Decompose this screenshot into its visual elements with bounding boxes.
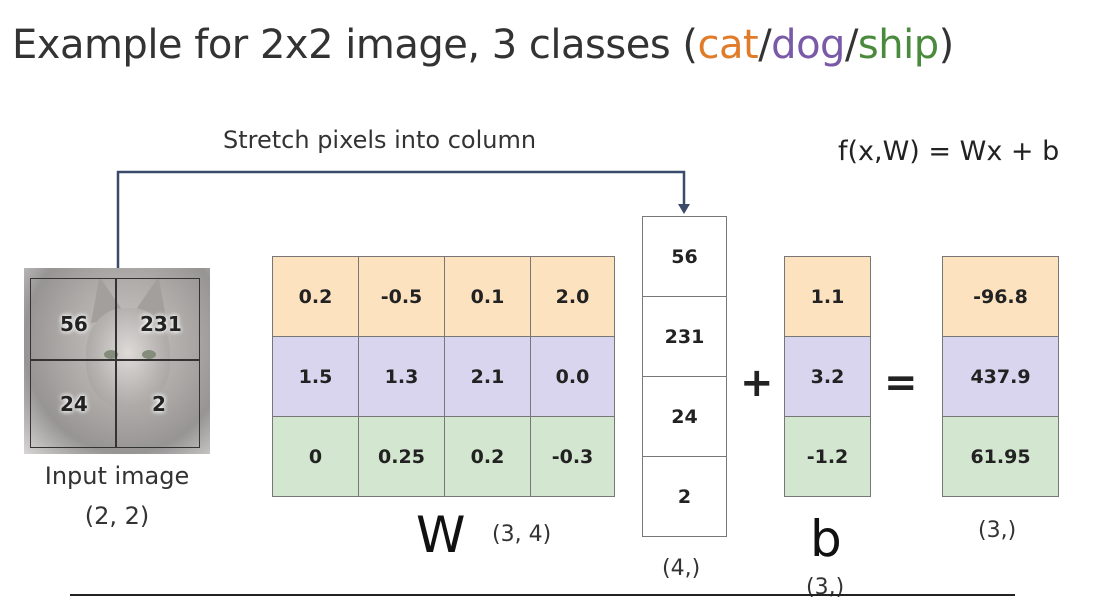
pixel-value: 231 bbox=[140, 312, 182, 336]
title-class-ship: ship bbox=[857, 22, 939, 68]
pixel-grid bbox=[30, 278, 200, 448]
scores-shape: (3,) bbox=[978, 518, 1017, 543]
title-sep-1: / bbox=[758, 22, 772, 68]
b-shape: (3,) bbox=[806, 575, 845, 597]
vector-cell: 24 bbox=[643, 377, 727, 457]
w-label: W bbox=[416, 506, 466, 564]
score-cell: 437.9 bbox=[943, 337, 1059, 417]
x-shape: (4,) bbox=[662, 556, 701, 581]
title-suffix: ) bbox=[938, 22, 955, 68]
matrix-cell: -0.5 bbox=[359, 257, 445, 337]
down-arrow-icon bbox=[678, 204, 690, 214]
w-shape: (3, 4) bbox=[492, 522, 552, 547]
bottom-divider bbox=[70, 594, 1015, 596]
matrix-cell: 0.2 bbox=[273, 257, 359, 337]
pixel-value: 56 bbox=[60, 312, 88, 336]
score-vector: -96.8 437.9 61.95 bbox=[942, 256, 1059, 497]
matrix-cell: 0.1 bbox=[445, 257, 531, 337]
pixel-value: 2 bbox=[152, 392, 166, 416]
matrix-cell: 0.25 bbox=[359, 417, 445, 497]
matrix-cell: 0.2 bbox=[445, 417, 531, 497]
plus-sign: + bbox=[740, 360, 774, 406]
vector-cell: -1.2 bbox=[785, 417, 871, 497]
slide-title: Example for 2x2 image, 3 classes (cat/do… bbox=[12, 22, 954, 68]
title-sep-2: / bbox=[844, 22, 858, 68]
matrix-cell: 0 bbox=[273, 417, 359, 497]
score-cell: -96.8 bbox=[943, 257, 1059, 337]
matrix-cell: 2.0 bbox=[531, 257, 615, 337]
weight-matrix: 0.2 -0.5 0.1 2.0 1.5 1.3 2.1 0.0 0 0.25 … bbox=[272, 256, 615, 497]
input-vector: 56 231 24 2 bbox=[642, 216, 727, 537]
input-image-caption: Input image bbox=[44, 462, 190, 490]
vector-cell: 2 bbox=[643, 457, 727, 537]
b-label: b bbox=[810, 510, 842, 568]
score-cell: 61.95 bbox=[943, 417, 1059, 497]
matrix-cell: 0.0 bbox=[531, 337, 615, 417]
equals-sign: = bbox=[884, 360, 918, 406]
matrix-cell: 2.1 bbox=[445, 337, 531, 417]
vector-cell: 231 bbox=[643, 297, 727, 377]
stretch-label: Stretch pixels into column bbox=[223, 126, 537, 154]
vector-cell: 56 bbox=[643, 217, 727, 297]
formula: f(x,W) = Wx + b bbox=[838, 136, 1060, 167]
matrix-cell: 1.3 bbox=[359, 337, 445, 417]
vector-cell: 3.2 bbox=[785, 337, 871, 417]
matrix-cell: 1.5 bbox=[273, 337, 359, 417]
input-image-shape: (2, 2) bbox=[84, 502, 150, 530]
cat-photo-icon bbox=[24, 268, 210, 454]
vector-cell: 1.1 bbox=[785, 257, 871, 337]
pixel-value: 24 bbox=[60, 392, 88, 416]
title-class-cat: cat bbox=[697, 22, 759, 68]
title-prefix: Example for 2x2 image, 3 classes ( bbox=[12, 22, 698, 68]
matrix-cell: -0.3 bbox=[531, 417, 615, 497]
bias-vector: 1.1 3.2 -1.2 bbox=[784, 256, 871, 497]
title-class-dog: dog bbox=[771, 22, 845, 68]
